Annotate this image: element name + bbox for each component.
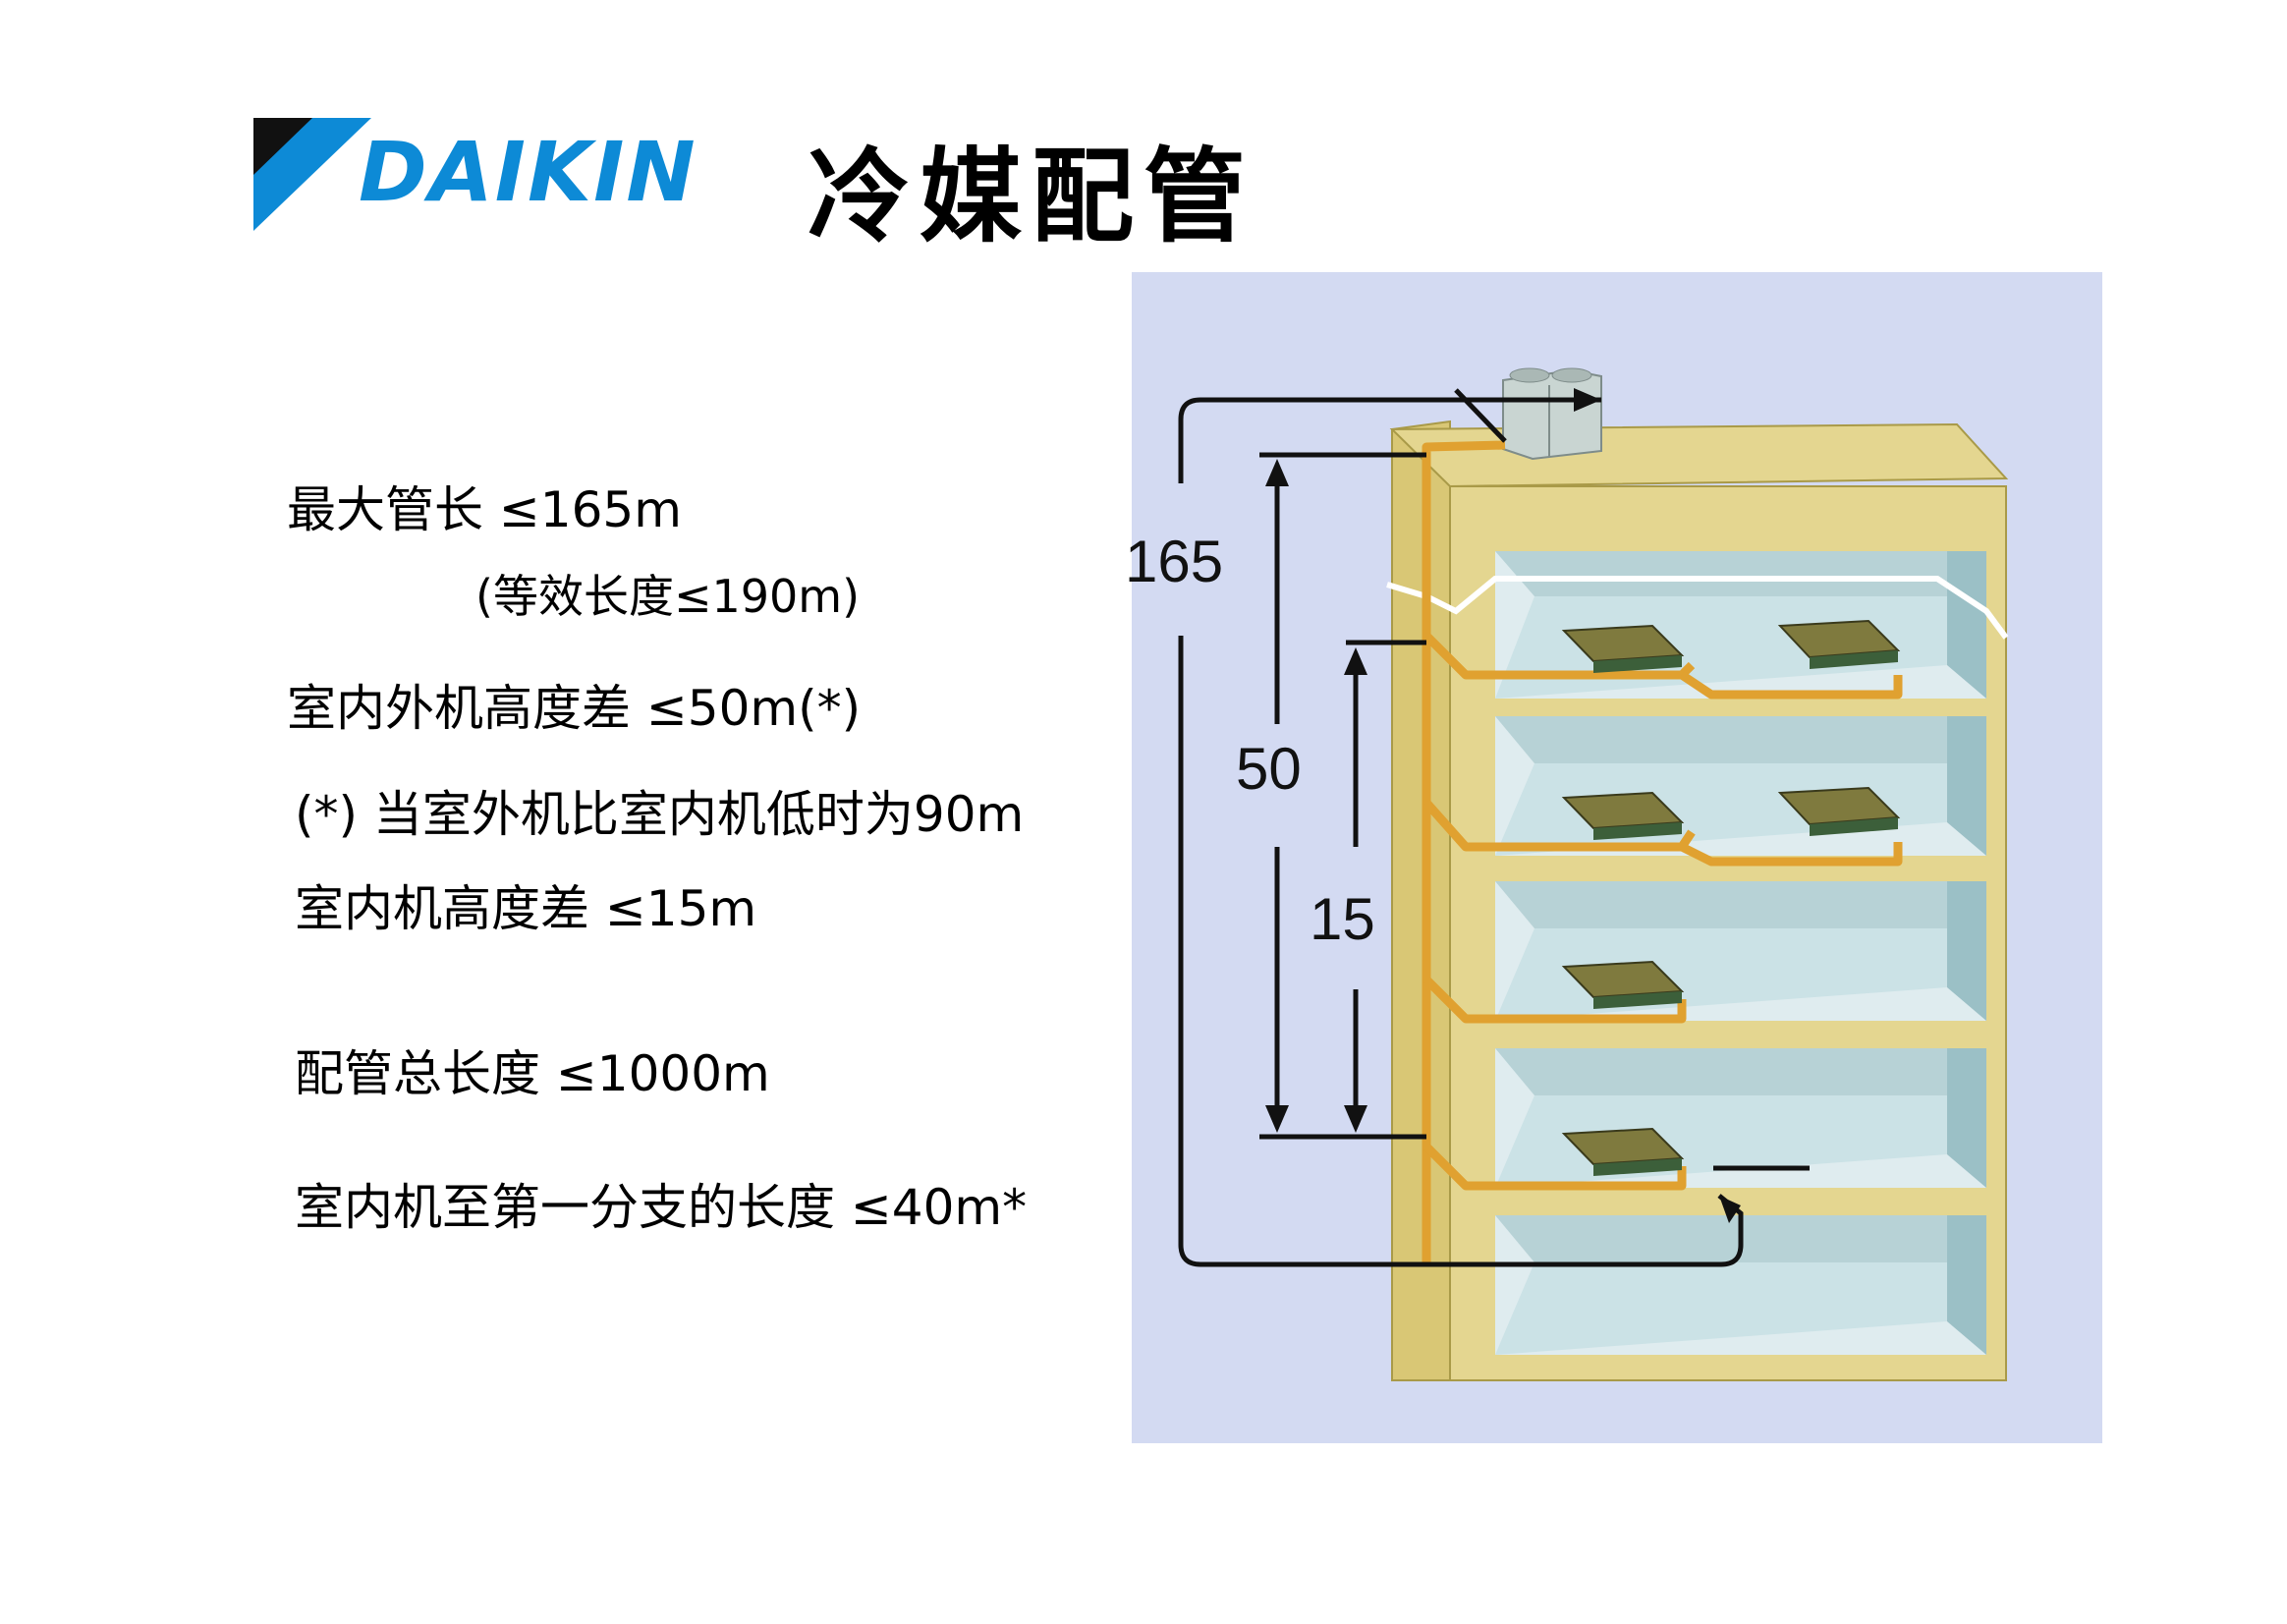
floor-2 — [1495, 716, 1986, 856]
dimension-label-15: 15 — [1310, 886, 1375, 952]
ceiling-insulation — [1386, 576, 2009, 640]
dimension-label-50: 50 — [1236, 736, 1302, 802]
outdoor-unit-icon — [1502, 367, 1602, 461]
spec-height-diff-indoor-outdoor: 室内外机高度差 ≤50m(*) — [287, 680, 862, 737]
building-roof — [1389, 422, 2009, 488]
indoor-unit-icon — [1777, 786, 1901, 836]
dimension-lines — [1178, 388, 1810, 1267]
dim-165-loop — [1178, 397, 1744, 1267]
indoor-units — [1561, 619, 1901, 1176]
dimension-label-165: 165 — [1125, 529, 1224, 594]
building-side-wall — [1391, 420, 1451, 1381]
indoor-unit-icon — [1561, 624, 1685, 673]
spec-total-pipe-length: 配管总长度 ≤1000m — [295, 1045, 770, 1102]
indoor-unit-icon — [1777, 619, 1901, 669]
indoor-unit-icon — [1561, 960, 1685, 1009]
spec-equivalent-length: (等效长度≤190m) — [475, 570, 861, 623]
spec-note-outdoor-lower: (*) 当室外机比室内机低时为90m — [295, 786, 1025, 843]
page-title: 冷媒配管 — [808, 136, 1256, 256]
indoor-unit-icon — [1561, 791, 1685, 840]
floor-4 — [1495, 1048, 1986, 1188]
brand-name: DAIKIN — [359, 124, 697, 220]
refrigerant-pipes — [1422, 440, 1903, 1264]
spec-first-branch-length: 室内机至第一分支的长度 ≤40m* — [295, 1179, 1028, 1236]
floor-3 — [1495, 881, 1986, 1021]
indoor-unit-icon — [1561, 1127, 1685, 1176]
daikin-logo-icon — [253, 118, 371, 231]
spec-max-pipe-length: 最大管长 ≤165m — [287, 481, 682, 538]
spec-indoor-height-diff: 室内机高度差 ≤15m — [295, 880, 757, 937]
building-piping-diagram — [1132, 272, 2102, 1443]
